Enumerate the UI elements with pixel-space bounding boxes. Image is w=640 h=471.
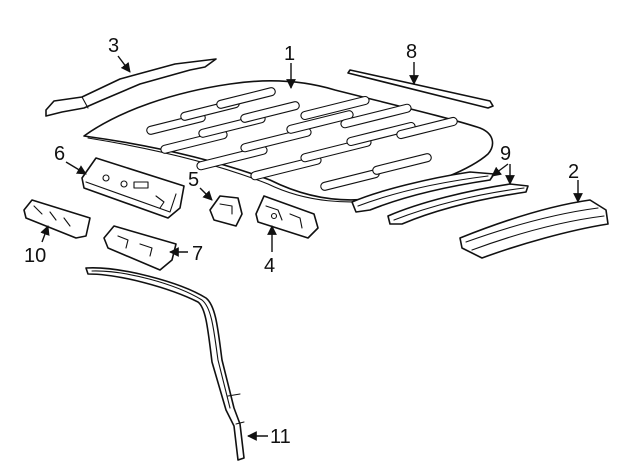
part-8-molding[interactable]: [347, 69, 494, 109]
part-3-rear-trim[interactable]: [45, 58, 217, 117]
part-5-clip[interactable]: [209, 195, 243, 227]
leader-3: [117, 55, 131, 73]
callout-3: 3: [108, 35, 119, 57]
callout-1: 1: [284, 43, 295, 65]
part-2-rear-bow[interactable]: [459, 199, 609, 259]
callout-2: 2: [568, 161, 579, 183]
callout-6: 6: [54, 143, 65, 165]
part-4-bracket[interactable]: [255, 195, 319, 239]
leader-10: [40, 225, 50, 243]
leader-9a: [491, 163, 509, 177]
callout-4: 4: [264, 255, 275, 277]
callout-8: 8: [406, 41, 417, 63]
callout-5: 5: [188, 169, 199, 191]
part-11-weatherstrip[interactable]: [85, 267, 245, 461]
callout-7: 7: [192, 243, 203, 265]
roof-ribs: [146, 87, 458, 191]
part-9-bows[interactable]: [351, 171, 529, 225]
part-1-roof-panel[interactable]: [83, 80, 494, 203]
callouts: 1 2 3 4 5 6 7 8 9 10 11: [24, 35, 579, 448]
callout-9: 9: [500, 143, 511, 165]
leader-lines: [40, 55, 583, 441]
leader-5: [199, 187, 213, 201]
part-7-bracket[interactable]: [103, 225, 177, 271]
part-6-header-bracket[interactable]: [81, 157, 185, 219]
part-10-bracket[interactable]: [23, 199, 91, 239]
callout-11: 11: [270, 426, 291, 448]
callout-10: 10: [24, 245, 46, 267]
leader-6: [65, 161, 87, 175]
